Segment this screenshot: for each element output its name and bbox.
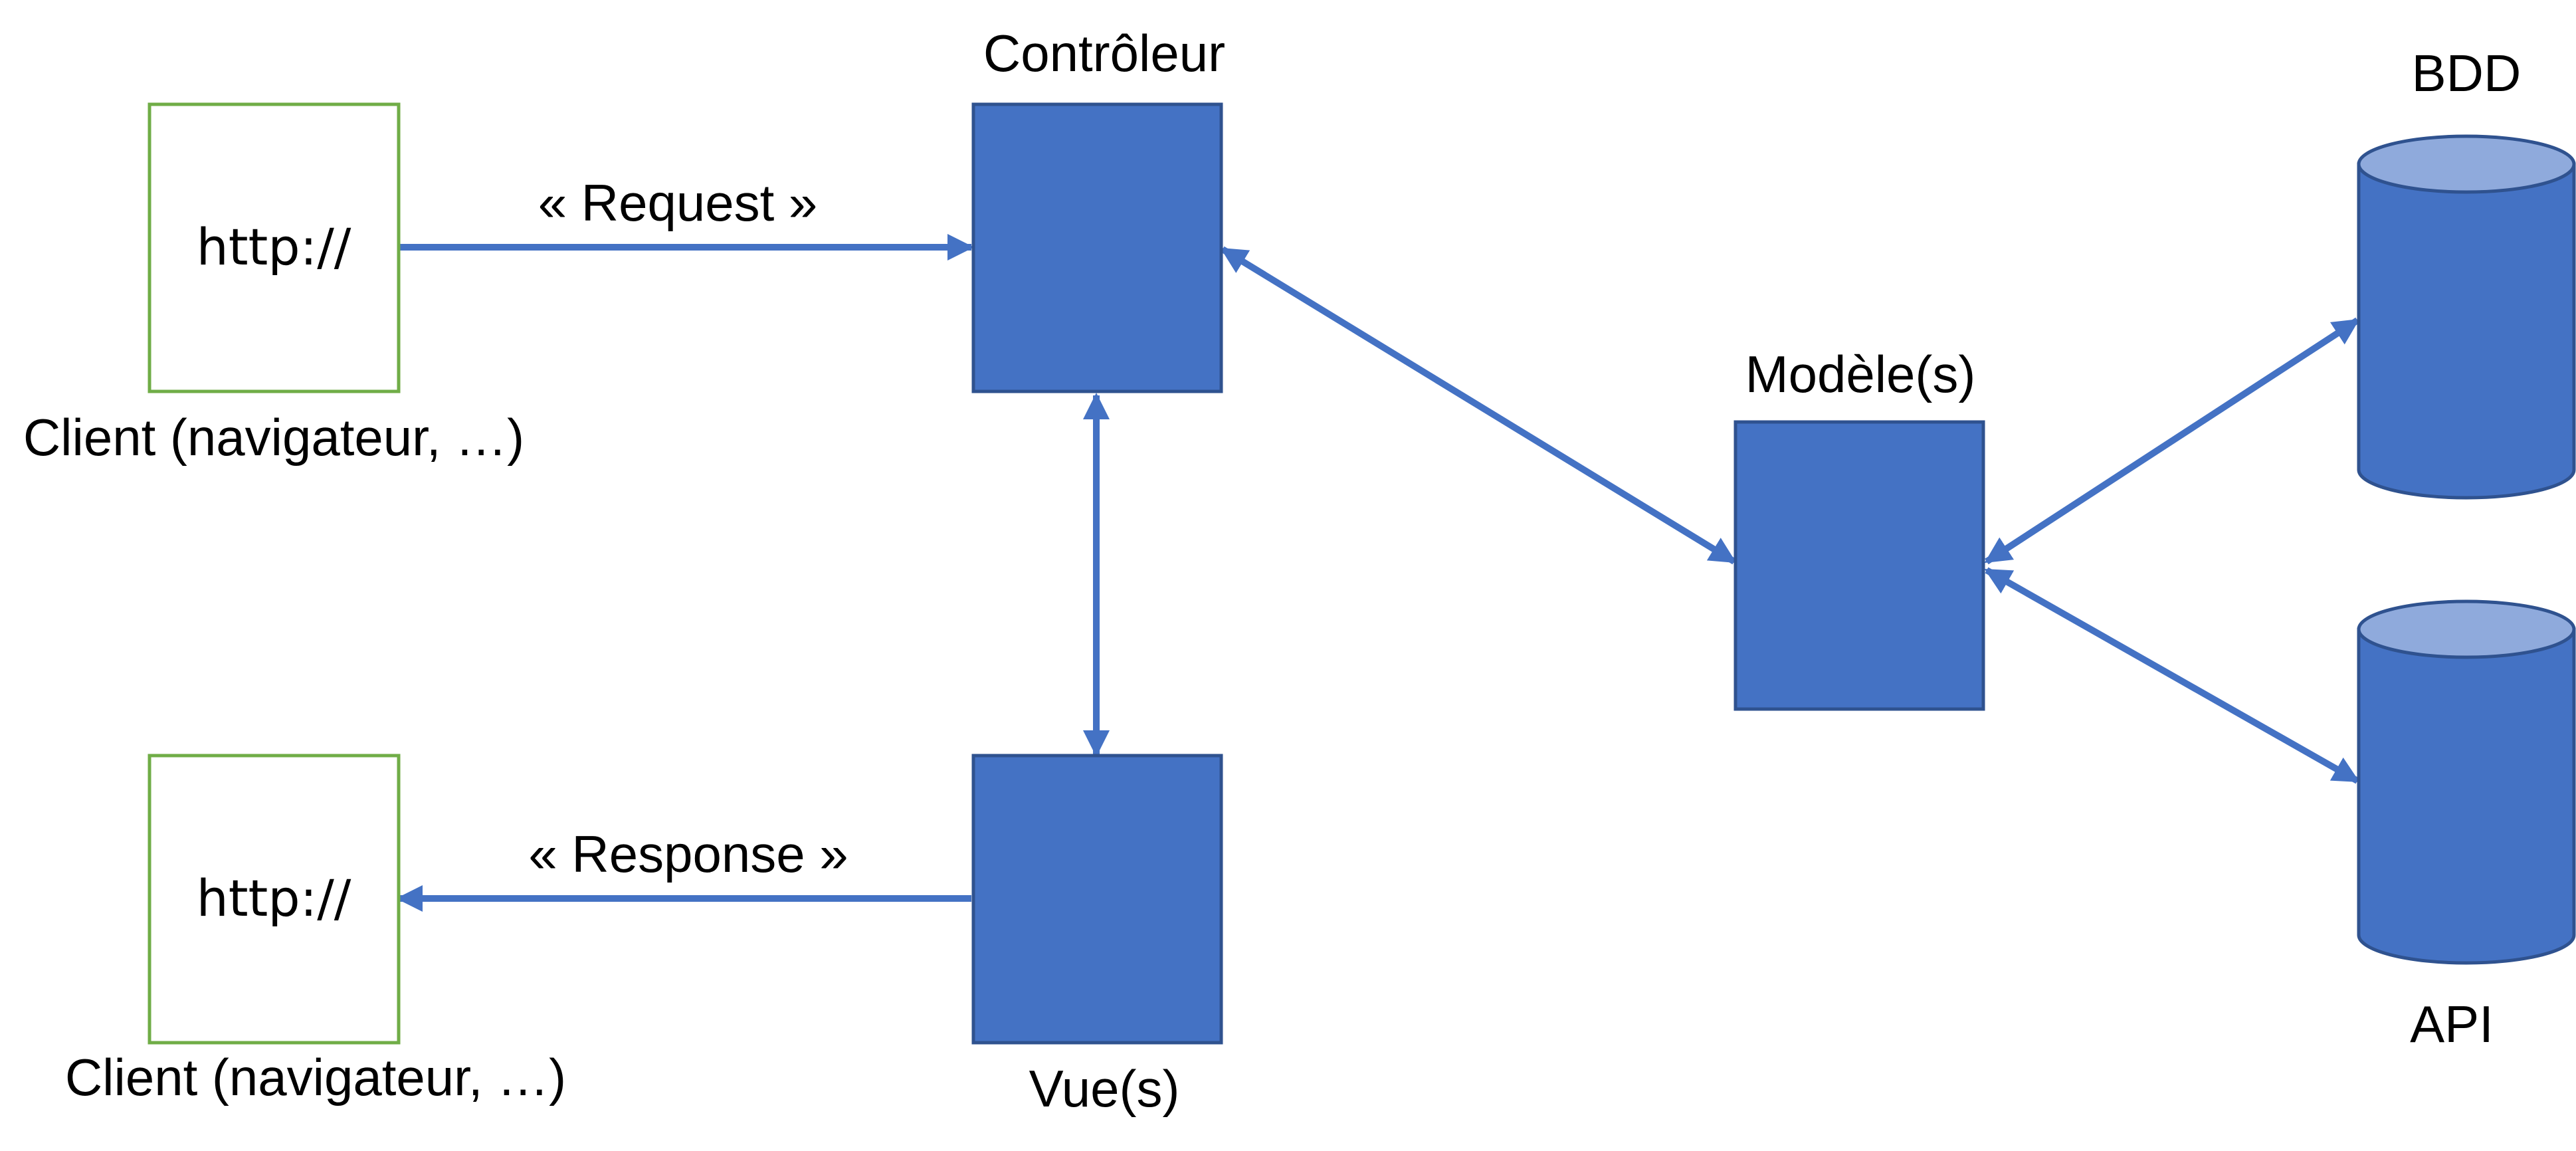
database-cylinder-body <box>2357 162 2576 500</box>
api: API <box>2357 599 2576 1053</box>
api-label: API <box>2410 995 2494 1053</box>
client-url: http:// <box>197 217 351 276</box>
client-url: http:// <box>197 869 351 928</box>
request-label: « Request » <box>538 173 818 232</box>
client-label: Client (navigateur, …) <box>65 1048 566 1106</box>
client-bottom: http:// Client (navigateur, …) <box>65 754 566 1106</box>
controller-label: Contrôleur <box>983 24 1225 82</box>
controller: Contrôleur <box>971 24 1225 393</box>
models-api-arrow <box>1984 567 2360 784</box>
database-cylinder-top <box>2357 134 2576 194</box>
client-top: http:// Client (navigateur, …) <box>23 102 524 467</box>
database-label: BDD <box>2412 44 2522 102</box>
controller-box <box>971 102 1223 393</box>
models: Modèle(s) <box>1734 345 1985 711</box>
models-box <box>1734 420 1985 711</box>
models-label: Modèle(s) <box>1745 345 1976 403</box>
controller-models-arrow <box>1220 246 1737 565</box>
client-label: Client (navigateur, …) <box>23 408 524 467</box>
client-box <box>148 754 401 1045</box>
database: BDD <box>2357 44 2576 500</box>
api-cylinder-body <box>2357 627 2576 965</box>
views-box <box>971 754 1223 1045</box>
api-cylinder-top <box>2357 599 2576 659</box>
connectors <box>396 234 2360 912</box>
client-box <box>148 102 401 393</box>
response-label: « Response » <box>528 825 848 883</box>
views-label: Vue(s) <box>1029 1059 1180 1118</box>
models-database-arrow <box>1984 317 2360 565</box>
views: Vue(s) <box>971 754 1223 1118</box>
